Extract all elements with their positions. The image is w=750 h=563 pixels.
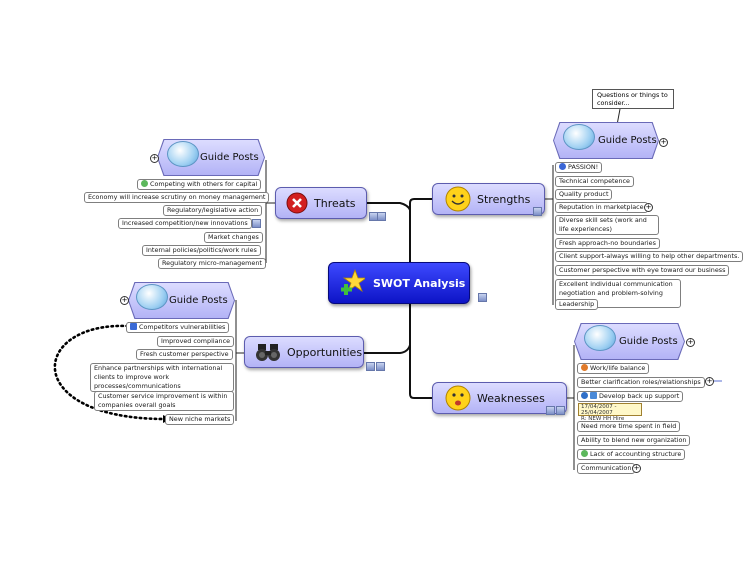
expand-icon[interactable]: + [120, 296, 129, 305]
threat-item[interactable]: Market changes [204, 232, 263, 243]
threats-label: Threats [314, 196, 356, 210]
strength-item[interactable]: Quality product [555, 189, 613, 200]
speech-bubble-icon [584, 325, 616, 351]
guide-posts-label: Guide Posts [619, 336, 678, 347]
opportunity-item[interactable]: Customer service improvement is within c… [94, 391, 234, 411]
speech-bubble-icon [136, 284, 168, 310]
notes-icon[interactable] [376, 362, 385, 371]
stop-icon [286, 192, 308, 214]
expand-icon[interactable]: + [686, 338, 695, 347]
smiley-icon [445, 186, 471, 212]
opportunity-item[interactable]: Improved compliance [157, 336, 235, 347]
strength-item[interactable]: Customer perspective with eye toward our… [555, 265, 730, 276]
opportunities-label: Opportunities [287, 345, 363, 359]
worried-face-icon [445, 385, 471, 411]
info-icon [559, 163, 566, 170]
chart-icon [130, 323, 137, 330]
opportunity-item[interactable]: Competitors vulnerabilities [126, 322, 230, 333]
strength-item[interactable]: Technical competence [555, 176, 634, 187]
notes-icon[interactable] [252, 219, 261, 228]
expand-icon[interactable]: + [659, 138, 668, 147]
expand-icon[interactable]: + [150, 154, 159, 163]
speech-bubble-icon [563, 124, 595, 150]
opportunities-topic[interactable]: Opportunities [244, 336, 364, 368]
central-topic-title: SWOT Analysis [373, 276, 466, 290]
opportunity-item[interactable]: New niche markets [165, 414, 235, 425]
task-icon [590, 392, 597, 399]
threat-item[interactable]: Internal policies/politics/work rules [142, 245, 261, 256]
central-topic[interactable]: SWOT Analysis [328, 262, 470, 304]
guide-posts-label: Guide Posts [598, 135, 657, 146]
threat-item[interactable]: Competing with others for capital [137, 179, 262, 190]
opportunity-item[interactable]: Enhance partnerships with international … [90, 363, 234, 392]
expand-icon[interactable]: + [632, 464, 641, 473]
binoculars-icon [256, 344, 280, 361]
threat-item[interactable]: Regulatory/legislative action [163, 205, 263, 216]
weakness-item[interactable]: Work/life balance [577, 363, 650, 374]
notes-icon[interactable] [366, 362, 375, 371]
scales-icon [581, 364, 588, 371]
strength-item[interactable]: Client support-always willing to help ot… [555, 251, 744, 262]
guide-posts-label: Guide Posts [169, 295, 228, 306]
opportunity-item[interactable]: Fresh customer perspective [136, 349, 233, 360]
weakness-item[interactable]: Communication [577, 463, 636, 474]
progress-icon [581, 392, 588, 399]
strengths-topic[interactable]: Strengths [432, 183, 545, 215]
notes-icon[interactable] [556, 406, 565, 415]
strength-item[interactable]: Leadership [555, 299, 599, 310]
weakness-item[interactable]: Need more time spent in field [577, 421, 681, 432]
strength-item[interactable]: Fresh approach-no boundaries [555, 238, 660, 249]
threat-item[interactable]: Increased competition/new innovations [118, 218, 252, 229]
threat-item[interactable]: Regulatory micro-management [158, 258, 266, 269]
speech-bubble-icon [167, 141, 199, 167]
notes-icon[interactable] [533, 207, 542, 216]
strengths-label: Strengths [477, 192, 531, 206]
weaknesses-label: Weaknesses [477, 391, 545, 405]
notes-icon[interactable] [546, 406, 555, 415]
weakness-item[interactable]: Develop back up support [577, 391, 684, 402]
strength-item[interactable]: PASSION! [555, 162, 603, 173]
weakness-item[interactable]: Better clarification roles/relationships [577, 377, 705, 388]
callout-note[interactable]: Questions or things to consider... [592, 89, 674, 109]
notes-icon[interactable] [377, 212, 386, 221]
notes-icon[interactable] [478, 293, 487, 302]
threat-item[interactable]: Economy will increase scrutiny on money … [84, 192, 270, 203]
guide-posts-label: Guide Posts [200, 152, 259, 163]
star-icon [341, 269, 365, 295]
expand-icon[interactable]: + [644, 203, 653, 212]
expand-icon[interactable]: + [705, 377, 714, 386]
weakness-item[interactable]: Ability to blend new organization [577, 435, 691, 446]
weakness-item[interactable]: Lack of accounting structure [577, 449, 686, 460]
money-icon [141, 180, 148, 187]
threats-topic[interactable]: Threats [275, 187, 367, 219]
weaknesses-topic[interactable]: Weaknesses [432, 382, 567, 414]
money-icon [581, 450, 588, 457]
strength-item[interactable]: Reputation in marketplace [555, 202, 648, 213]
strength-item[interactable]: Diverse skill sets (work and life experi… [555, 215, 659, 235]
